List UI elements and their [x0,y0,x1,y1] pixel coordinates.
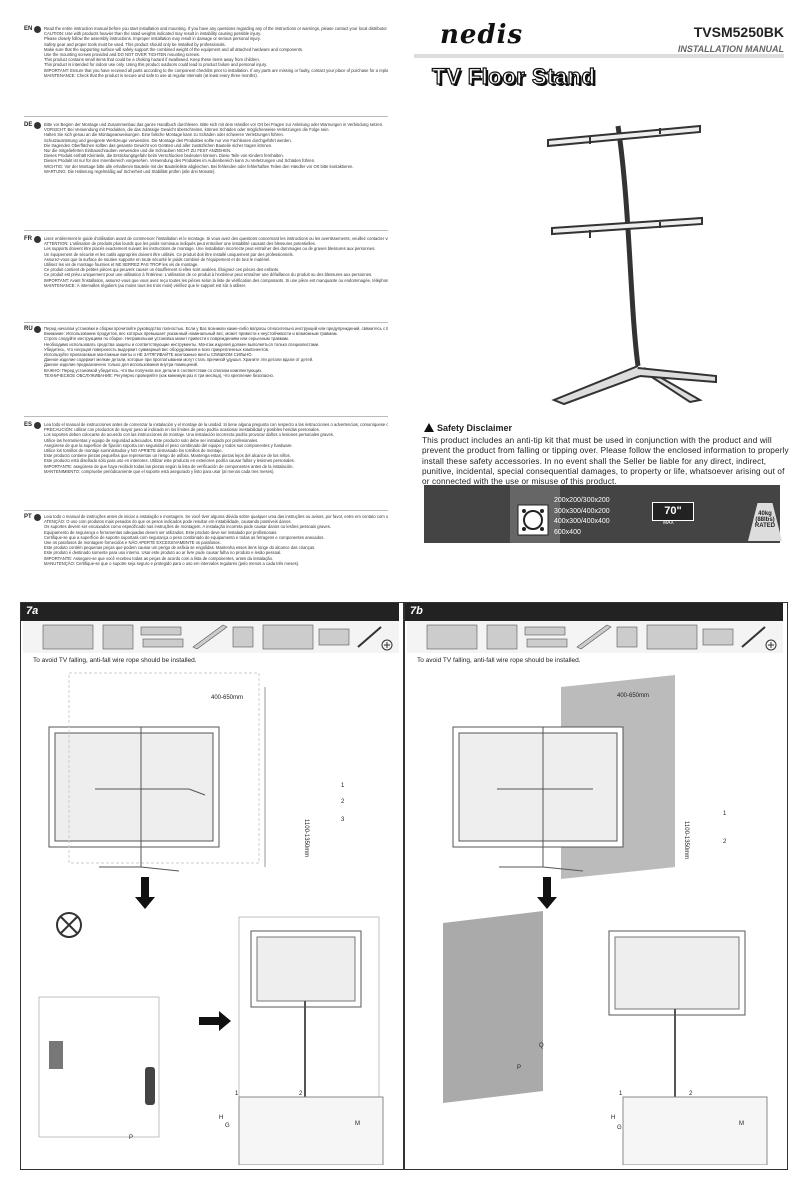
marker-1: 1 [619,1091,623,1097]
panel-7b: 7b To avoid TV falling, anti-fall wire r… [404,602,788,1170]
lang-block-en: EN Read the entire instruction manual be… [24,26,388,112]
part-g: G [225,1123,230,1129]
lang-code: DE [24,122,33,128]
part-h: H [219,1115,224,1121]
marker-1: 1 [235,1091,239,1097]
lang-text: Перед началом установки и сборки прочита… [44,326,388,378]
safety-text: This product includes an anti-tip kit th… [422,436,789,487]
divider [24,322,388,323]
lang-text: Read the entire instruction manual befor… [44,26,388,78]
info-icon [34,514,41,521]
install-diagram [443,675,768,1165]
panel-tag: 7b [405,603,783,621]
panel-instruction: To avoid TV falling, anti-fall wire rope… [33,657,197,664]
lang-text: Lisez entièrement le guide d'utilisation… [44,236,388,288]
marker-2: 2 [299,1091,303,1097]
step-2: 2 [341,799,345,805]
lang-code: RU [24,326,33,332]
height-dimension: 1100-1350mm [683,821,689,860]
lang-code: FR [24,236,32,242]
step-3: 3 [341,817,345,823]
screen-size-badge: 70" [652,502,694,521]
stand-illustration [547,124,717,406]
divider [24,116,388,117]
panel-tag: 7a [21,603,399,621]
divider [24,416,388,417]
lang-code: EN [24,26,33,32]
info-icon [34,236,41,243]
brand-logo: nedis [440,20,524,50]
lang-code: ES [24,422,33,428]
model-number: TVSM5250BK [693,24,784,40]
vesa-icon [517,504,549,536]
part-g: G [617,1125,622,1131]
divider [24,230,388,231]
header-band [414,54,784,58]
manual-label: INSTALLATION MANUAL [677,44,784,54]
lang-text: Lea todo el manual de instrucciones ante… [44,422,388,474]
lang-block-de: DE Bitte vor Beginn der Montage und Zusa… [24,122,388,208]
warning-icon [424,423,434,432]
parts-strip [407,621,783,653]
lang-block-fr: FR Lisez entièrement le guide d'utilisat… [24,236,388,322]
info-icon [34,326,41,333]
step-1: 1 [341,783,345,789]
part-h: H [611,1115,616,1121]
lang-block-ru: RU Перед началом установки и сборки проч… [24,326,388,412]
part-m: M [355,1121,360,1127]
info-icon [34,26,41,33]
parts-strip [23,621,399,653]
part-m: M [739,1121,744,1127]
install-diagram [38,672,384,1165]
lang-text: Leia todo o manual de instruções antes d… [44,514,388,566]
panel-instruction: To avoid TV falling, anti-fall wire rope… [417,657,581,664]
width-dimension: 400-650mm [211,695,244,701]
lang-text: Bitte vor Beginn der Montage und Zusamme… [44,122,384,174]
info-icon [34,422,41,429]
page-title: TV Floor Stand [431,63,596,89]
height-dimension: 1100-1350mm [303,819,309,858]
step-2: 2 [723,839,727,845]
part-p: P [517,1065,522,1071]
lang-code: PT [24,514,32,520]
lang-block-pt: PT Leia todo o manual de instruções ante… [24,514,388,600]
part-q: Q [539,1043,544,1049]
step-1: 1 [723,811,727,817]
width-dimension: 400-650mm [617,693,650,699]
panel-7a: 7a To avoid TV falling, anti-fall wire r… [20,602,404,1170]
part-p: P [129,1135,134,1141]
info-icon [34,122,41,129]
divider [24,510,388,511]
marker-2: 2 [689,1091,693,1097]
screen-size-label: MAX [663,520,674,526]
safety-title: Safety Disclaimer [437,423,513,433]
lang-block-es: ES Lea todo el manual de instrucciones a… [24,422,388,508]
